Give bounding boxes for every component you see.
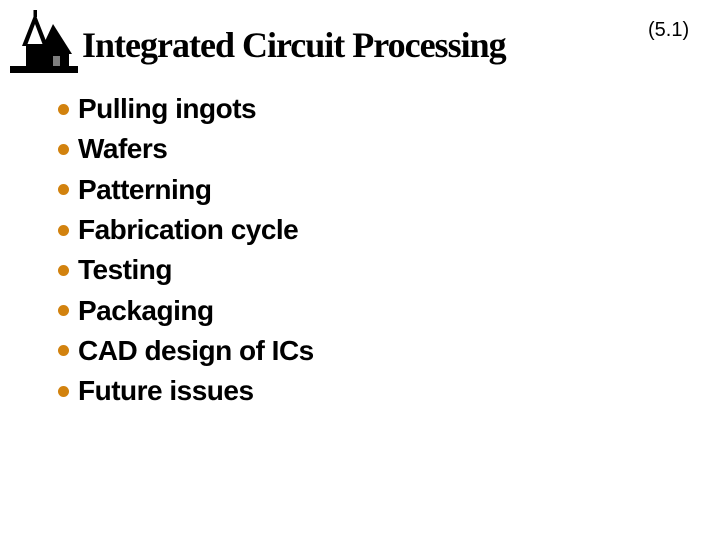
bullet-icon [58, 143, 69, 155]
list-item-label: Testing [78, 254, 172, 286]
bullet-icon [58, 264, 69, 276]
bullet-icon [58, 345, 69, 357]
list-item-label: Packaging [78, 294, 214, 326]
list-item: Wafers [58, 129, 314, 169]
list-item: CAD design of ICs [58, 331, 314, 371]
bullet-icon [58, 305, 69, 317]
list-item-label: Patterning [78, 173, 212, 205]
bullet-icon [58, 224, 69, 236]
list-item: Patterning [58, 170, 314, 210]
list-item: Pulling ingots [58, 89, 314, 129]
list-item-label: Pulling ingots [78, 93, 257, 125]
bullet-icon [58, 103, 69, 115]
bullet-icon [58, 385, 69, 397]
list-item: Packaging [58, 290, 314, 330]
list-item-label: Fabrication cycle [78, 214, 299, 246]
list-item: Testing [58, 250, 314, 290]
slide-number: (5.1) [648, 19, 690, 41]
list-item: Fabrication cycle [58, 210, 314, 250]
slide-title: Integrated Circuit Processing [82, 25, 507, 65]
bullet-icon [58, 184, 69, 196]
list-item-label: CAD design of ICs [78, 334, 314, 366]
list-item-label: Future issues [78, 375, 254, 407]
list-item: Future issues [58, 371, 314, 411]
church-logo-icon [10, 10, 78, 73]
list-item-label: Wafers [78, 133, 168, 165]
bullet-list: Pulling ingots Wafers Patterning Fabrica… [58, 89, 314, 411]
